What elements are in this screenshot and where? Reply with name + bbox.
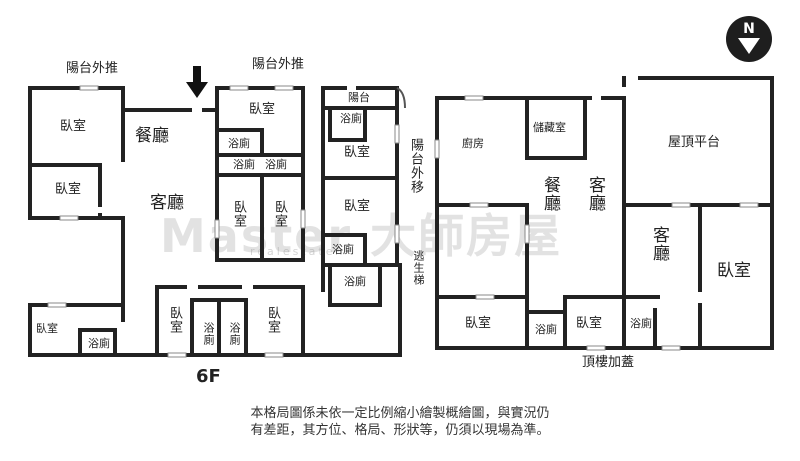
floor-label: 6F: [196, 366, 221, 387]
bedroom-label: 臥室: [167, 306, 182, 334]
balcony-label: 陽台: [348, 91, 370, 104]
dining-label: 餐廳: [540, 176, 560, 212]
bedroom-label: 臥室: [60, 119, 87, 134]
bedroom-label: 臥室: [576, 316, 603, 331]
bathroom-label: 浴廁: [228, 322, 241, 346]
terrace-label: 屋頂平台: [668, 135, 721, 150]
balcony-push-label: 陽台外推: [252, 57, 305, 72]
bedroom-label: 臥室: [272, 200, 287, 228]
bedroom-label: 臥室: [265, 306, 280, 334]
bathroom-label: 浴廁: [340, 112, 362, 125]
disclaimer-line-1: 本格局圖係未依一定比例縮小繪製概繪圖，與實況仍: [250, 406, 550, 421]
bedroom-label: 臥室: [465, 316, 492, 331]
entrance-arrow-icon: [186, 66, 208, 98]
bathroom-label: 浴廁: [535, 323, 557, 336]
bathroom-label: 浴廁: [344, 275, 366, 288]
storage-label: 儲藏室: [533, 121, 566, 134]
kitchen-label: 廚房: [462, 137, 484, 150]
bedroom-label: 臥室: [249, 102, 276, 117]
living-label: 客廳: [585, 176, 605, 212]
living-label: 客廳: [649, 226, 669, 262]
bathroom-label: 浴廁: [202, 322, 215, 346]
bathroom-label: 浴廁: [630, 317, 652, 330]
watermark-sub: realestate: [250, 245, 336, 258]
bathroom-label: 浴廁: [265, 158, 287, 171]
bedroom-label: 臥室: [717, 261, 751, 281]
bedroom-label: 臥室: [231, 200, 246, 228]
dining-label: 餐廳: [135, 126, 169, 146]
rooftop-label: 頂樓加蓋: [582, 355, 635, 370]
bedroom-label: 臥室: [344, 199, 371, 214]
bedroom-label: 臥室: [55, 182, 82, 197]
balcony-moved-label: 陽台外移: [408, 138, 423, 194]
north-compass-icon: N: [726, 16, 772, 62]
living-label: 客廳: [150, 193, 184, 213]
bathroom-label: 浴廁: [228, 137, 250, 150]
disclaimer-line-2: 有差距，其方位、格局、形狀等，仍須以現場為準。: [250, 423, 550, 438]
balcony-push-label: 陽台外推: [66, 61, 119, 76]
bedroom-label: 臥室: [36, 322, 58, 335]
bathroom-label: 浴廁: [233, 158, 255, 171]
bathroom-label: 浴廁: [88, 337, 110, 350]
escape-stair-label: 逃生梯: [412, 250, 425, 286]
bedroom-label: 臥室: [344, 145, 371, 160]
bathroom-label: 浴廁: [332, 243, 354, 256]
